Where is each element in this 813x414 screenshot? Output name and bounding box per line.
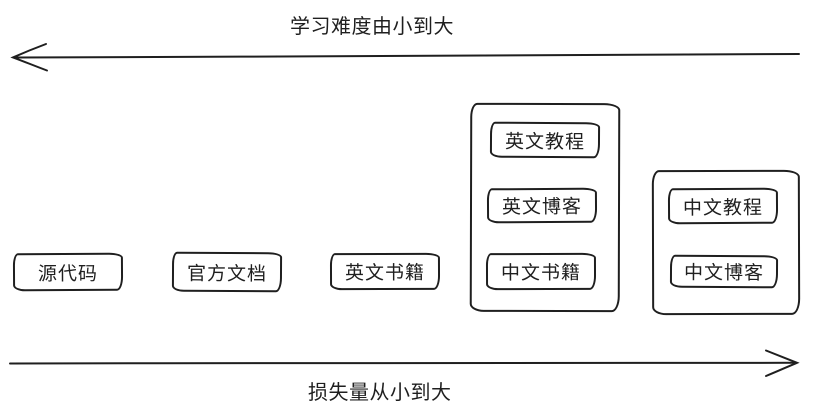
box-chinese-blogs: 中文博客 (669, 254, 779, 289)
box-chinese-books: 中文书籍 (485, 252, 597, 291)
arrow-left-icon (10, 43, 800, 72)
box-official-docs: 官方文档 (171, 251, 283, 293)
box-english-blogs: 英文博客 (486, 187, 598, 224)
box-source-code: 源代码 (12, 252, 124, 292)
box-english-books: 英文书籍 (329, 252, 441, 291)
bottom-axis-label: 损失量从小到大 (308, 382, 452, 404)
arrow-right-icon (9, 349, 800, 377)
box-chinese-tutorials: 中文教程 (667, 187, 779, 225)
top-axis-label: 学习难度由小到大 (290, 16, 454, 38)
box-english-tutorials: 英文教程 (489, 121, 601, 159)
